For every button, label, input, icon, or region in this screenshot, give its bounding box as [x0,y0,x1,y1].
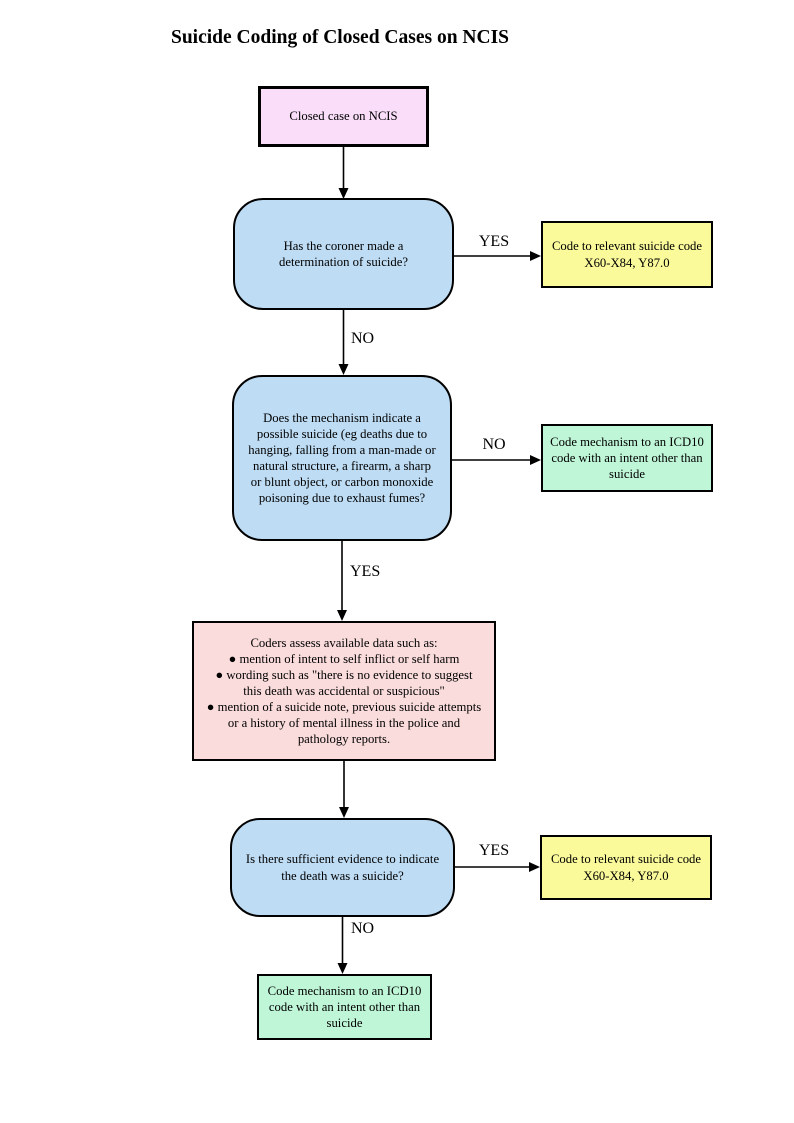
arrowhead-decision-mechanism-no [530,455,541,465]
arrowhead-decision-mechanism-yes [337,610,347,621]
node-suicide-code-2-text: Code to relevant suicide code X60-X84, Y… [550,852,702,883]
node-decision-coroner-text: Has the coroner made a determination of … [279,238,408,269]
node-closed-case-text: Closed case on NCIS [289,109,398,124]
edge-label-mechanism-no: NO [482,436,506,453]
node-other-intent-2: Code mechanism to an ICD10 code with an … [257,974,432,1040]
node-decision-coroner: Has the coroner made a determination of … [233,198,454,310]
arrowhead-start-to-decision-coroner [338,188,349,199]
arrowhead-decision-coroner-no [338,364,349,375]
arrowhead-decision-evidence-no [337,963,348,974]
edge-label-coroner-no: NO [351,330,375,347]
node-suicide-code-2: Code to relevant suicide code X60-X84, Y… [540,835,712,900]
node-other-intent-1: Code mechanism to an ICD10 code with an … [541,424,713,492]
node-other-intent-2-text: Code mechanism to an ICD10 code with an … [267,983,422,1031]
node-closed-case: Closed case on NCIS [258,86,429,147]
node-decision-evidence-text: Is there sufficient evidence to indicate… [245,852,440,883]
edge-label-mechanism-yes: YES [350,563,381,580]
edge-label-coroner-yes: YES [478,233,510,250]
page-title: Suicide Coding of Closed Cases on NCIS [170,27,510,48]
node-other-intent-1-text: Code mechanism to an ICD10 code with an … [550,434,704,482]
arrowhead-decision-evidence-yes [529,862,540,872]
arrowhead-decision-coroner-yes [530,251,541,261]
node-suicide-code-1-text: Code to relevant suicide code X60-X84, Y… [551,239,703,270]
node-decision-mechanism-text: Does the mechanism indicate a possible s… [248,410,436,506]
node-suicide-code-1: Code to relevant suicide code X60-X84, Y… [541,221,713,288]
arrowhead-assessment-to-decision-evidence [339,807,349,818]
node-decision-evidence: Is there sufficient evidence to indicate… [230,818,455,917]
node-assessment-text: Coders assess available data such as: ● … [206,635,482,747]
edge-label-evidence-no: NO [351,920,375,937]
edge-label-evidence-yes: YES [478,842,510,859]
node-assessment: Coders assess available data such as: ● … [192,621,496,761]
node-decision-mechanism: Does the mechanism indicate a possible s… [232,375,452,541]
